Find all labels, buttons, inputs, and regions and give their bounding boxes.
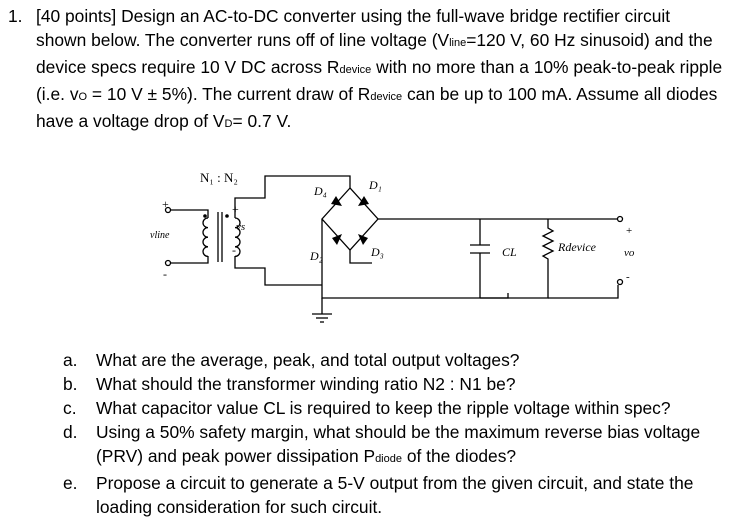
diode-d1-symbol [358,196,369,206]
vo-plus: + [626,225,632,237]
d3-label: D₃ [370,245,384,259]
d2-label: D₂ [309,249,323,263]
question-e: e. Propose a circuit to generate a 5-V o… [63,473,694,517]
question-b: b. What should the transformer winding r… [63,374,516,394]
problem-line-4: (i.e. vO = 10 V ± 5%). The current draw … [36,84,718,104]
diode-d3-symbol [358,234,368,245]
d1-label: D₁ [368,178,382,192]
question-list: a. What are the average, peak, and total… [0,348,754,519]
problem-line-3: device specs require 10 V DC across Rdev… [36,57,723,77]
d4-label: D₄ [313,184,327,198]
turns-ratio-label: N₁ : N₂ [200,170,238,185]
problem-line-2: shown below. The converter runs off of l… [36,30,713,50]
vo-minus: - [626,271,630,283]
problem-line-5: have a voltage drop of VD= 0.7 V. [36,111,292,131]
problem-line-1: [40 points] Design an AC-to-DC converter… [36,6,671,26]
vs-minus: - [232,243,236,257]
vs-label: vs [236,221,245,233]
rdevice-label: Rdevice [557,240,597,254]
vline-label: vline [150,230,170,241]
vs-plus: + [232,202,239,216]
diode-d4-symbol [331,196,342,206]
cl-label: CL [502,245,517,259]
bridge-rectifier-circuit-diagram: N₁ : N₂ vline + - + vs - D₄ D₁ D₂ D₃ CL … [150,170,635,323]
diode-d2-symbol [332,234,342,245]
question-c: c. What capacitor value CL is required t… [63,398,671,418]
question-d: d. Using a 50% safety margin, what shoul… [63,422,701,466]
vline-plus: + [162,197,169,211]
vline-minus: - [163,267,167,281]
question-a: a. What are the average, peak, and total… [63,350,520,370]
problem-statement: 1. [40 points] Design an AC-to-DC conver… [8,4,750,136]
problem-number: 1. [8,6,23,26]
vo-label: vo [624,247,635,259]
